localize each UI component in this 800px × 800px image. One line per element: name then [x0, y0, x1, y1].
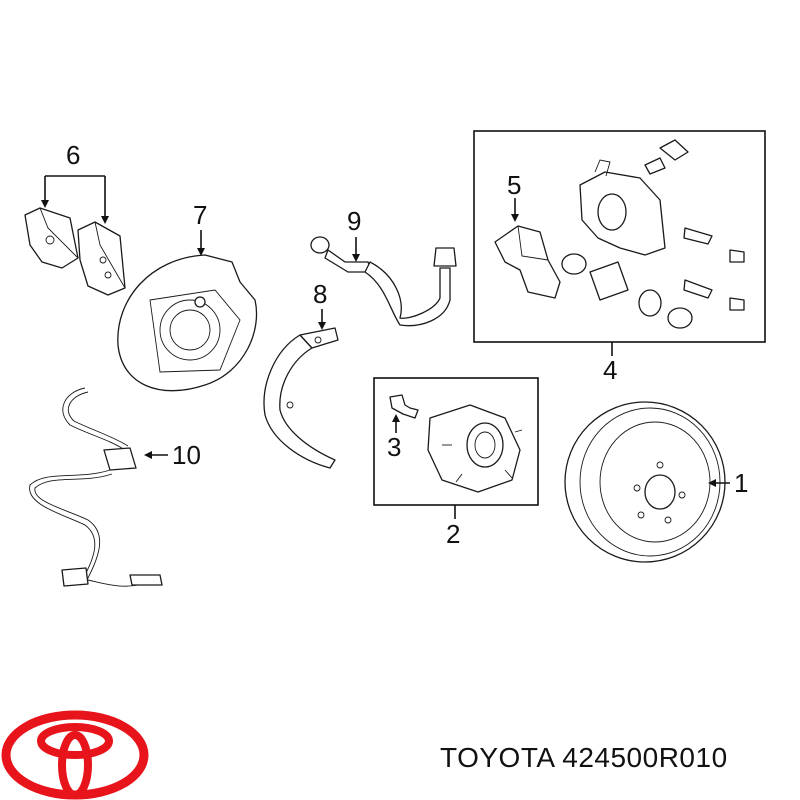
callout-8: 8 — [313, 279, 327, 309]
callout-7: 7 — [193, 200, 207, 230]
backing-plate-part-7 — [117, 254, 258, 392]
brake-disc-part-1 — [564, 401, 726, 563]
callout-4: 4 — [603, 355, 617, 385]
brake-pads-part-6 — [24, 207, 126, 296]
brake-shoe-part-8 — [263, 327, 339, 469]
callout-9: 9 — [347, 206, 361, 236]
callout-6-leader — [41, 175, 109, 224]
caliper-part-4 — [561, 139, 745, 329]
callout-10: 10 — [172, 440, 201, 470]
callout-5: 5 — [507, 170, 521, 200]
callout-2: 2 — [446, 519, 460, 549]
hub-bolt-part-3 — [389, 394, 419, 419]
toyota-logo-icon — [1, 710, 149, 800]
callout-6: 6 — [66, 140, 80, 170]
brake-hose-part-9 — [310, 236, 457, 327]
callout-1: 1 — [734, 468, 748, 498]
caliper-bracket-part-5 — [494, 225, 561, 299]
hub-part-2 — [427, 404, 523, 493]
abs-sensor-part-10 — [29, 387, 163, 587]
callout-3: 3 — [387, 432, 401, 462]
caliper-assembly-box — [473, 130, 766, 343]
hub-assembly-box — [373, 377, 539, 506]
part-number-label: TOYOTA 424500R010 — [440, 742, 728, 773]
